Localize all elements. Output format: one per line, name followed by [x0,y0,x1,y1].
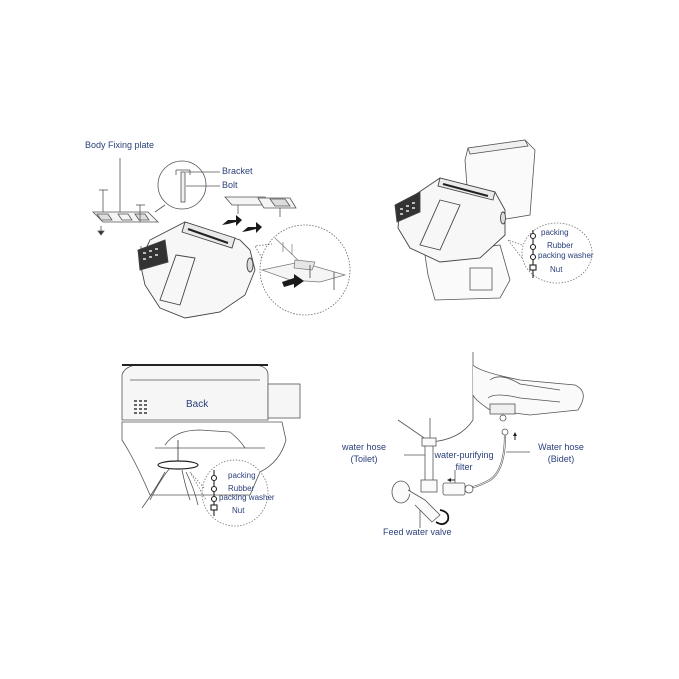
label-packing: packing [228,471,256,480]
label-rubber: Rubber [228,484,255,493]
label-water-hose-bidet-line2: (Bidet) [547,454,575,464]
label-nut: Nut [550,265,563,274]
label-water-purifying-filter: water-purifying filter [428,451,500,472]
label-back: Back [186,399,209,410]
label-water-hose-toilet-line1: water hose [341,442,387,452]
label-bracket: Bracket [222,166,253,176]
label-packing-washer: packing washer [538,251,594,260]
label-water-hose-bidet: Water hose (Bidet) [533,443,589,464]
label-nut: Nut [232,506,245,515]
label-water-hose-toilet: water hose (Toilet) [336,443,392,464]
label-water-hose-bidet-line1: Water hose [538,442,584,452]
label-body-fixing-plate: Body Fixing plate [85,140,155,150]
label-feed-water-valve: Feed water valve [383,527,452,537]
label-packing: packing [541,228,569,237]
label-rubber: Rubber [547,241,574,250]
label-water-hose-toilet-line2: (Toilet) [350,454,378,464]
label-packing-washer: packing washer [219,493,275,502]
label-filter-line2: filter [455,462,473,472]
label-filter-line1: water-purifying [434,450,494,460]
label-bolt: Bolt [222,180,238,190]
